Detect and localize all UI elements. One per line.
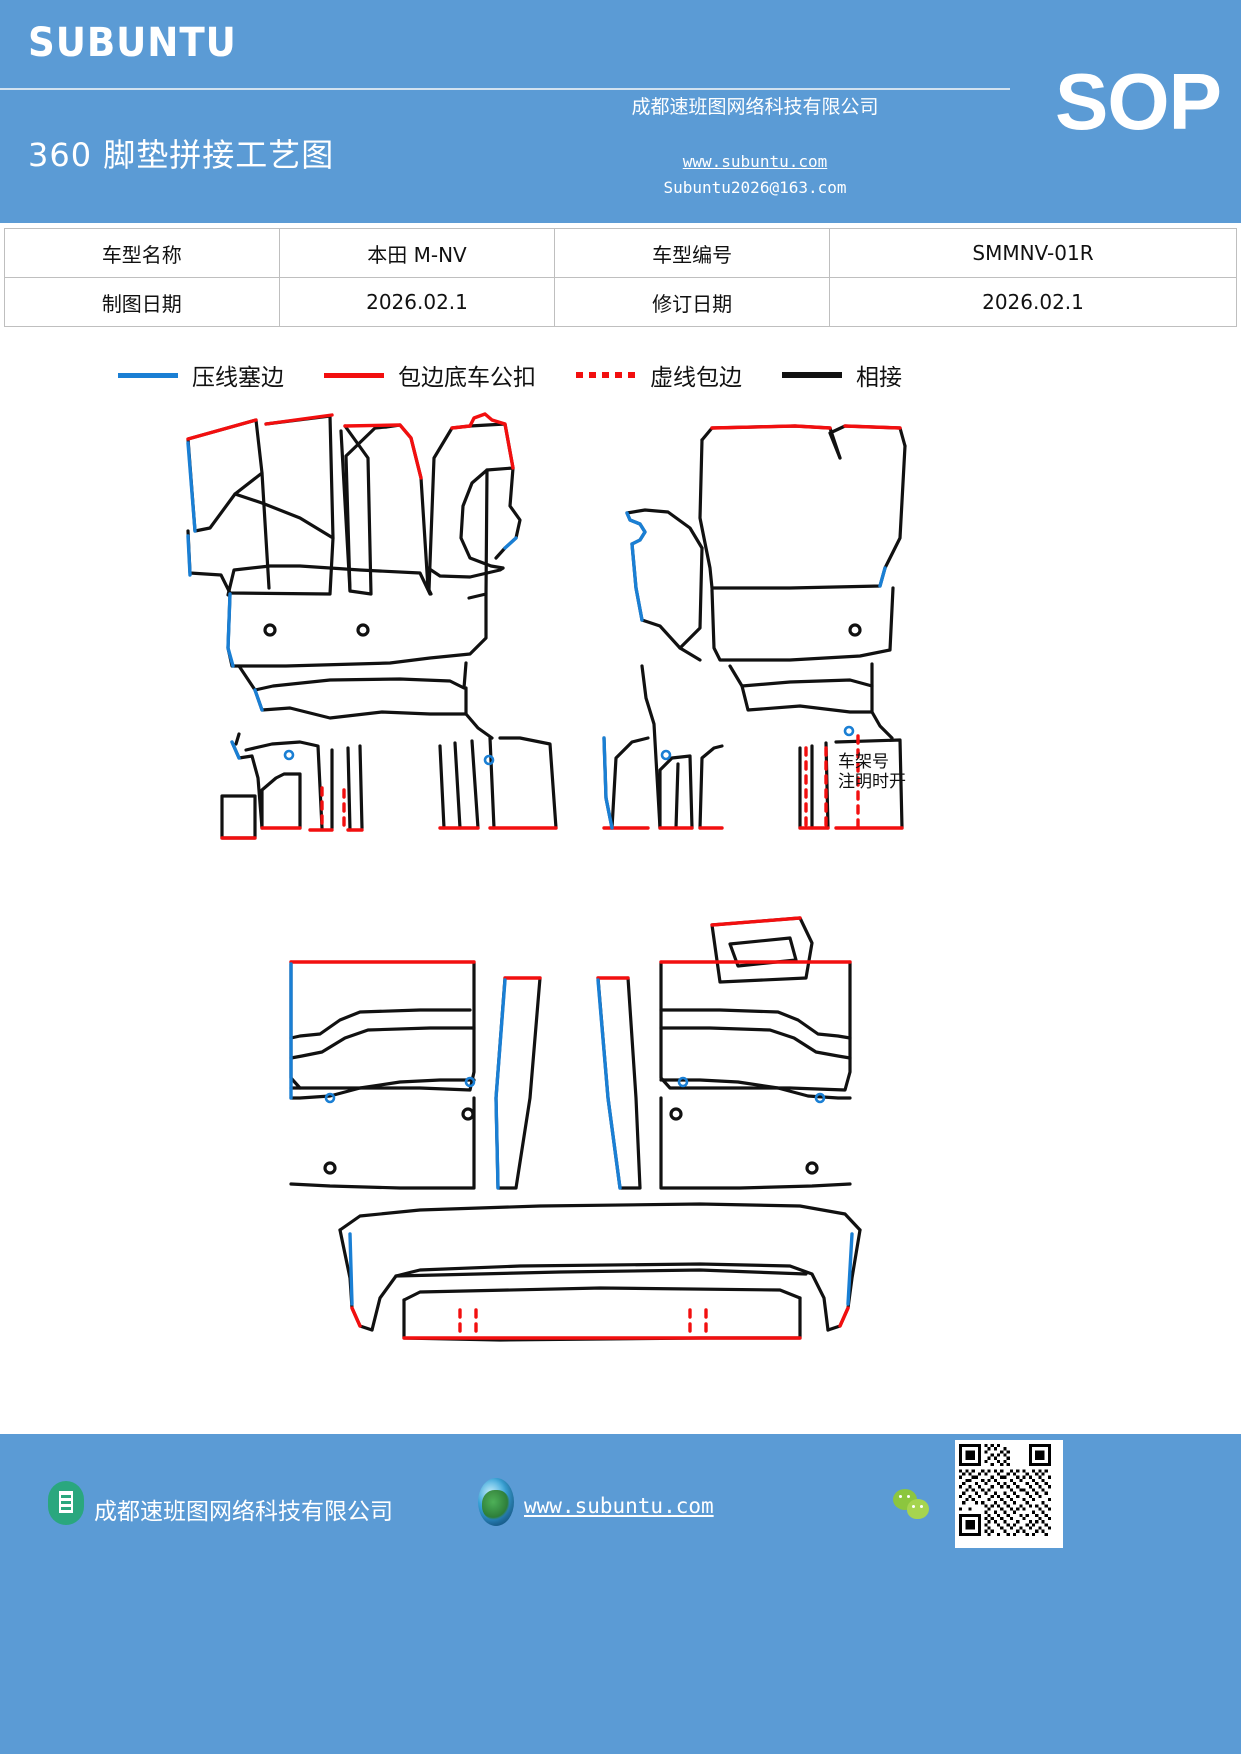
value-revision-date: 2026.02.1 xyxy=(829,277,1237,327)
mat-holes-rear xyxy=(324,1076,826,1104)
legend-label: 包边底车公扣 xyxy=(398,365,536,391)
mat-edges-red-front-left xyxy=(186,412,558,840)
legend-swatch-red-dotted-icon xyxy=(576,372,636,378)
mat-group-front-right xyxy=(602,424,907,830)
mat-seams-blue-front-right xyxy=(602,511,887,830)
globe-icon xyxy=(478,1478,514,1526)
mat-seams-blue-rear xyxy=(289,962,854,1306)
annotation-line-2: 注明时开 xyxy=(838,771,906,792)
vehicle-info-table: 车型名称 本田 M-NV 车型编号 SMMNV-01R 制图日期 2026.02… xyxy=(4,228,1237,327)
page-header: SUBUNTU 360 脚垫拼接工艺图 成都速班图网络科技有限公司 www.su… xyxy=(0,0,1241,223)
building-icon xyxy=(48,1481,84,1525)
table-row: 制图日期 2026.02.1 修订日期 2026.02.1 xyxy=(4,277,1237,327)
drawing-svg xyxy=(186,412,907,1342)
page-title: 360 脚垫拼接工艺图 xyxy=(28,136,335,174)
legend-label: 相接 xyxy=(856,365,902,391)
table-row: 车型名称 本田 M-NV 车型编号 SMMNV-01R xyxy=(4,228,1237,278)
legend-item-press-seam: 压线塞边 xyxy=(118,358,284,392)
legend-swatch-black-line-icon xyxy=(782,372,842,378)
header-company-name: 成都速班图网络科技有限公司 xyxy=(631,96,879,118)
legend: 压线塞边 包边底车公扣 虚线包边 相接 xyxy=(0,358,1241,398)
mat-holes-front-right xyxy=(660,725,855,761)
header-email: Subuntu2026@163.com xyxy=(663,178,847,197)
mat-group-rear xyxy=(289,916,862,1342)
mat-holes-front-left xyxy=(283,749,495,766)
sop-badge: SOP xyxy=(1055,57,1222,146)
footer-company-name: 成都速班图网络科技有限公司 xyxy=(94,1499,393,1525)
value-model-name: 本田 M-NV xyxy=(278,228,556,278)
floor-mat-technical-drawing: 车架号 注明时开 xyxy=(0,398,1241,1428)
label-revision-date: 修订日期 xyxy=(554,277,830,327)
label-model-code: 车型编号 xyxy=(554,228,830,278)
annotation-line-1: 车架号 xyxy=(838,752,889,772)
legend-swatch-blue-line-icon xyxy=(118,372,178,378)
legend-label: 压线塞边 xyxy=(192,365,284,391)
mat-edges-red-rear xyxy=(289,916,852,1340)
label-draw-date: 制图日期 xyxy=(4,277,280,327)
mat-edges-dotted-rear xyxy=(458,1308,708,1340)
mat-edges-dotted-front-right xyxy=(804,734,860,830)
legend-swatch-red-line-icon xyxy=(324,372,384,378)
qr-code xyxy=(955,1440,1063,1548)
value-model-code: SMMNV-01R xyxy=(829,228,1237,278)
mat-edges-dotted-front-left xyxy=(320,786,346,832)
header-divider xyxy=(0,88,1010,90)
mat-edges-red-front-right xyxy=(602,424,904,830)
mat-seams-blue-front-left xyxy=(186,441,518,760)
legend-label: 虚线包边 xyxy=(650,365,742,391)
value-draw-date: 2026.02.1 xyxy=(278,277,556,327)
legend-item-edge-buckle: 包边底车公扣 xyxy=(324,358,536,392)
mat-group-front-left xyxy=(186,414,558,840)
annotation-vin-note: 车架号 注明时开 xyxy=(838,752,906,792)
footer-website-link[interactable]: www.subuntu.com xyxy=(524,1494,714,1518)
header-website-link[interactable]: www.subuntu.com xyxy=(682,152,828,171)
label-model-name: 车型名称 xyxy=(4,228,280,278)
legend-item-joint: 相接 xyxy=(782,358,902,392)
qr-code-image xyxy=(959,1444,1051,1536)
legend-item-dashed-edge: 虚线包边 xyxy=(576,358,742,392)
brand-logo: SUBUNTU xyxy=(28,20,237,66)
wechat-icon xyxy=(893,1487,933,1523)
